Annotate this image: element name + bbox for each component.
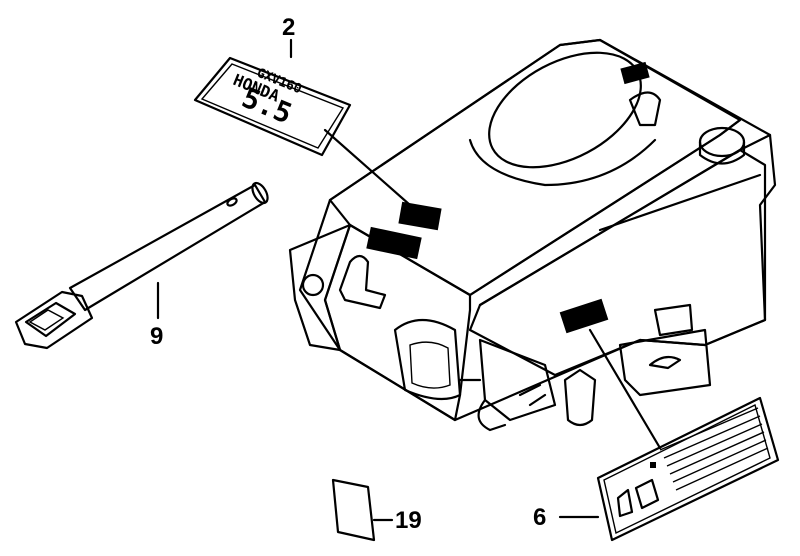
engine-warning-icon bbox=[634, 478, 660, 510]
part-2-pointer bbox=[323, 128, 412, 207]
engine-body bbox=[288, 38, 777, 432]
fuel-arrow-icon bbox=[616, 488, 634, 518]
part-6-label: 6 bbox=[533, 328, 780, 542]
part-6-pointer bbox=[588, 328, 662, 450]
callout-19: 19 bbox=[395, 507, 422, 534]
part-2-decal: GXV160 HONDA 5.5 2 bbox=[193, 14, 412, 207]
part-19-sticker: 19 bbox=[331, 478, 422, 542]
part-9-wrench: 9 bbox=[14, 181, 269, 350]
callout-2: 2 bbox=[282, 14, 295, 41]
callout-6: 6 bbox=[533, 504, 546, 531]
callout-9: 9 bbox=[150, 323, 163, 350]
